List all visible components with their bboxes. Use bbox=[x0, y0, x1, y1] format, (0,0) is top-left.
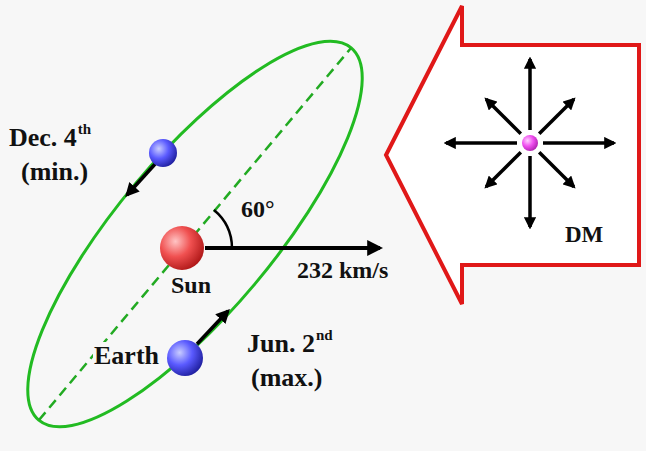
arrow-outline bbox=[383, 2, 644, 308]
speed-label: 232 km/s bbox=[296, 257, 389, 283]
dark-matter-arrow: DM bbox=[383, 2, 644, 308]
ordinal-suffix: nd bbox=[315, 327, 334, 344]
major-axis bbox=[39, 48, 351, 420]
node-label: DM bbox=[565, 222, 603, 247]
sun-sphere bbox=[160, 226, 204, 270]
date-note: (max.) bbox=[250, 364, 323, 393]
earth-sphere bbox=[149, 139, 177, 167]
earth-sphere bbox=[167, 340, 203, 376]
angle-arc bbox=[214, 210, 232, 248]
date-note: (min.) bbox=[20, 158, 89, 187]
motion-arrow bbox=[197, 311, 228, 344]
ordinal-suffix: th bbox=[77, 121, 92, 138]
earth-label: Earth bbox=[93, 342, 160, 371]
angle-label: 60° bbox=[240, 196, 276, 222]
motion-arrow bbox=[127, 163, 156, 195]
sun-label: Sun bbox=[170, 272, 212, 298]
velocity-arrow bbox=[205, 246, 380, 250]
date-label: Dec. 4 bbox=[8, 124, 78, 153]
orbit-ellipse bbox=[0, 0, 411, 451]
date-label: Jun. 2 bbox=[246, 330, 316, 359]
